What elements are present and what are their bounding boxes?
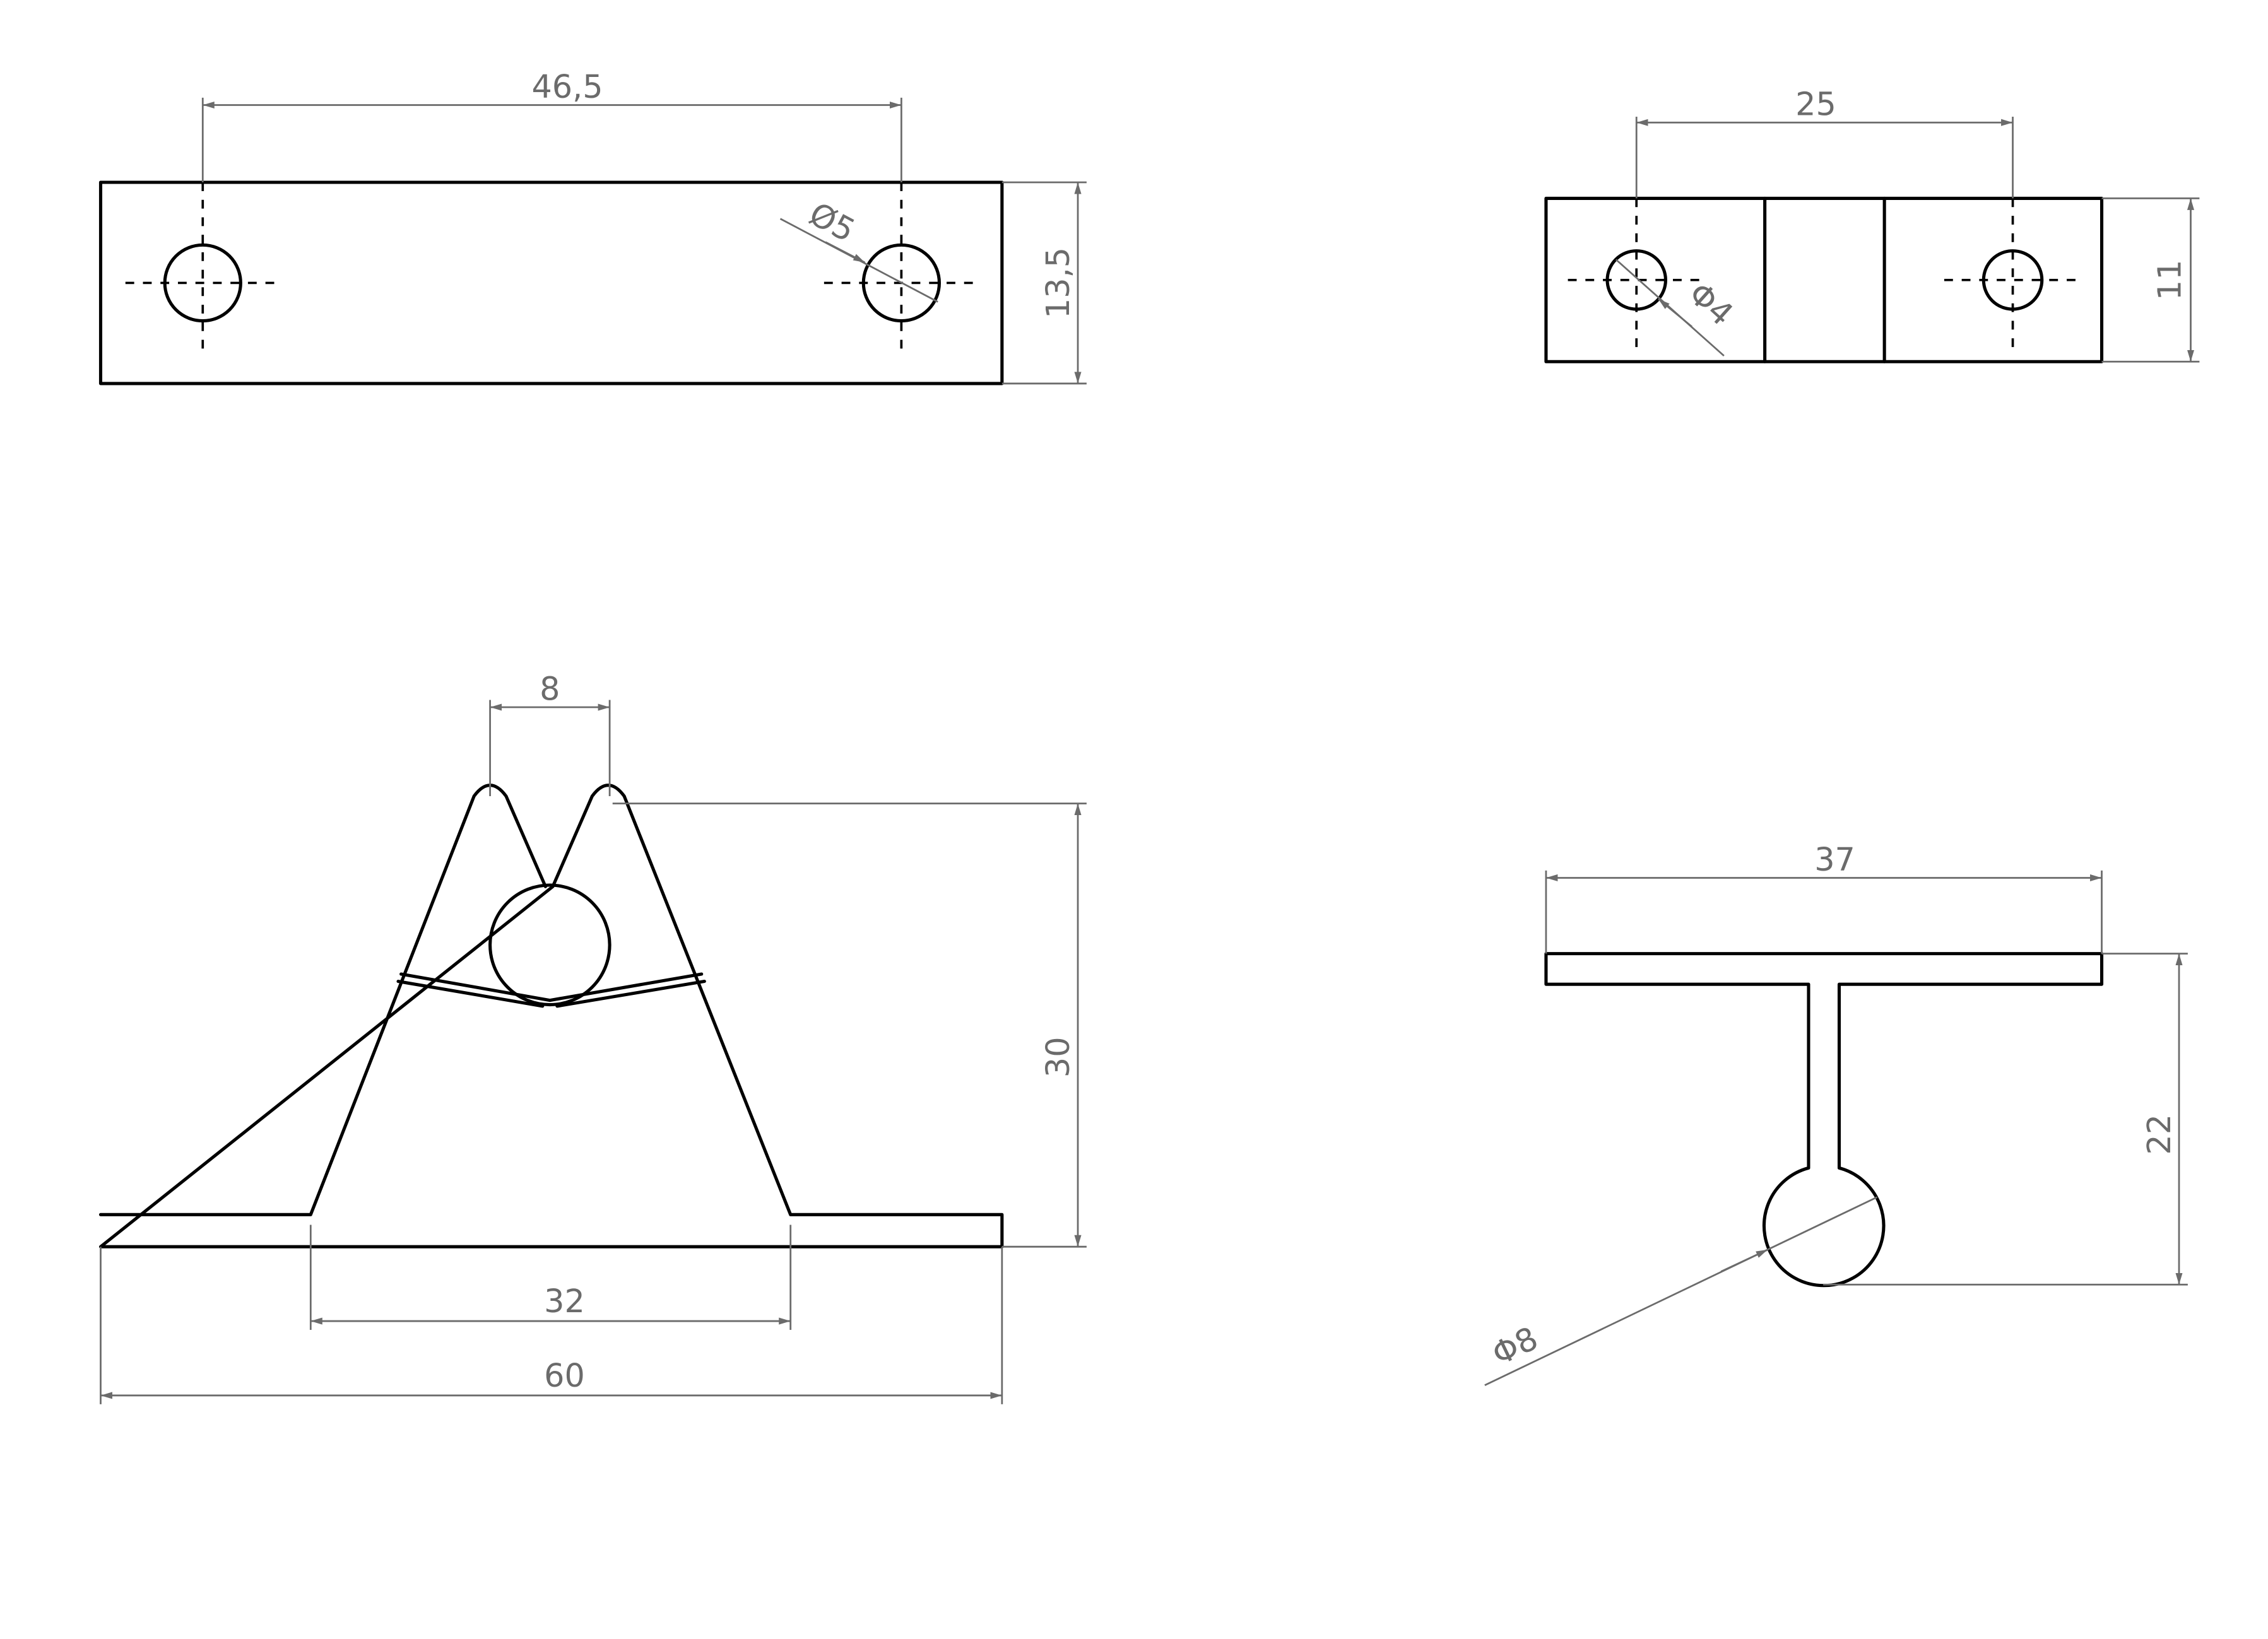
side-view: 25 Φ4 11 [1544,86,2200,363]
dim-base-inner: 32 [544,1283,585,1320]
front-view: 8 30 32 60 [98,670,1087,1404]
dim-hole-dia-top: Ø5 [803,195,861,249]
dim-overall: 60 [544,1357,585,1394]
dim-height-side: 11 [2151,259,2188,300]
dim-height-top: 13,5 [1039,247,1077,319]
dim-width-end: 37 [1814,841,1855,878]
dim-dia-end: Φ8 [1486,1319,1544,1373]
plate-top-view: 46,5 Ø5 13,5 [98,68,1087,385]
dim-hole-dia-side: Φ4 [1682,275,1740,333]
dim-height-end: 22 [2141,1114,2178,1155]
dim-height-front: 30 [1039,1037,1077,1078]
end-view: 37 22 Φ8 [1484,841,2188,1387]
dim-hole-spacing-side: 25 [1795,86,1836,123]
dim-hole-spacing-top: 46,5 [531,68,603,105]
dim-gap: 8 [540,670,560,707]
